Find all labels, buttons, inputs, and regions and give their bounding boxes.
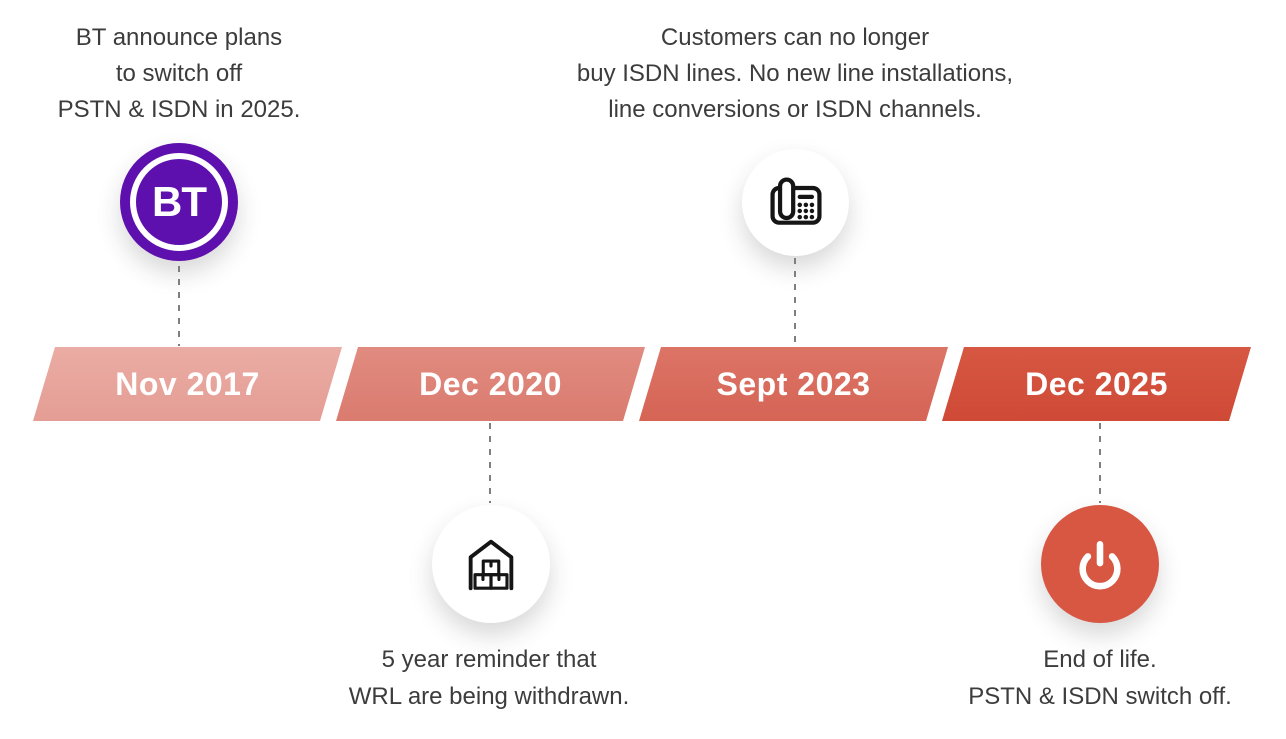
annotation-isdn-stop: Customers can no longer buy ISDN lines. … <box>515 20 1075 128</box>
bt-logo-text: BT <box>152 178 207 225</box>
desk-phone-icon <box>766 173 826 233</box>
power-icon-badge <box>1041 505 1159 623</box>
annotation-line: Customers can no longer <box>660 24 930 51</box>
timeline-segment-sept-2023: Sept 2023 <box>639 347 948 421</box>
annotation-line: 5 year reminder that <box>381 646 597 673</box>
timeline-segment-nov-2017: Nov 2017 <box>33 347 342 421</box>
timeline-date-label: Dec 2025 <box>1025 365 1168 402</box>
connector-dashed-line <box>178 266 180 346</box>
phone-icon-badge <box>742 149 849 256</box>
annotation-line: buy ISDN lines. No new line installation… <box>576 60 1014 87</box>
annotation-line: line conversions or ISDN channels. <box>608 96 982 123</box>
annotation-wrl-reminder: 5 year reminder that WRL are being withd… <box>299 641 679 715</box>
annotation-line: PSTN & ISDN in 2025. <box>57 96 301 123</box>
connector-dashed-line <box>489 423 491 503</box>
timeline-bar: Nov 2017 Dec 2020 Sept 2023 Dec 2025 <box>0 347 1286 421</box>
bt-logo: BT <box>120 143 238 261</box>
connector-dashed-line <box>1099 423 1101 503</box>
power-icon <box>1070 534 1130 594</box>
annotation-line: BT announce plans <box>75 24 283 51</box>
timeline-segment-dec-2020: Dec 2020 <box>336 347 645 421</box>
connector-dashed-line <box>794 258 796 346</box>
timeline-date-label: Sept 2023 <box>716 365 871 402</box>
annotation-line: WRL are being withdrawn. <box>348 683 630 710</box>
timeline-date-label: Nov 2017 <box>115 365 260 402</box>
annotation-end-of-life: End of life. PSTN & ISDN switch off. <box>910 641 1286 715</box>
warehouse-boxes-icon <box>460 533 522 595</box>
timeline-segment-dec-2025: Dec 2025 <box>942 347 1251 421</box>
annotation-line: to switch off <box>115 60 243 87</box>
warehouse-icon-badge <box>432 505 550 623</box>
annotation-line: End of life. <box>1043 646 1157 673</box>
bt-logo-ring: BT <box>130 153 228 251</box>
annotation-line: PSTN & ISDN switch off. <box>968 683 1232 710</box>
annotation-bt-announce: BT announce plans to switch off PSTN & I… <box>27 20 331 128</box>
timeline-date-label: Dec 2020 <box>419 365 562 402</box>
